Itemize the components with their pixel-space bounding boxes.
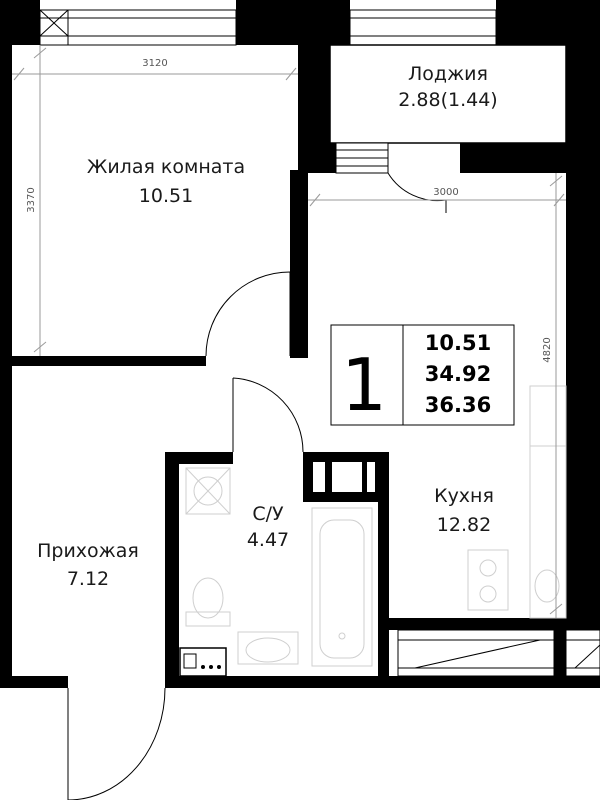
- toilet-icon: [185, 577, 231, 627]
- wall-top-mid: [236, 0, 350, 45]
- wall-kitchen-top-right: [460, 143, 600, 173]
- living-room-area: 10.51: [139, 185, 193, 207]
- doors: [67, 271, 304, 800]
- wall-bath-right: [378, 452, 389, 688]
- kitchen-area: 12.82: [437, 514, 491, 536]
- sink-icon: [237, 631, 299, 665]
- total-area-with-loggia-value: 36.36: [425, 393, 491, 417]
- kitchen-name: Кухня: [434, 485, 494, 507]
- wall-column: [298, 0, 330, 170]
- wall-kitchen-top: [300, 143, 336, 173]
- ventilation-shaft: [313, 462, 375, 492]
- washing-machine-icon: [185, 467, 231, 515]
- stove-icon: [467, 549, 509, 611]
- wall-living-bottom: [0, 356, 206, 366]
- wall-right: [566, 0, 600, 630]
- loggia-area: 2.88(1.44): [398, 89, 497, 111]
- wall-kitchen-bottom: [378, 618, 600, 630]
- kitchen-fixtures: [467, 385, 567, 619]
- bathroom-area: 4.47: [247, 529, 289, 551]
- living-area-value: 10.51: [425, 331, 491, 355]
- total-area-value: 34.92: [425, 362, 491, 386]
- bathroom-name: С/У: [252, 503, 284, 525]
- kitchen-counter-icon: [529, 385, 567, 619]
- loggia: [329, 44, 567, 213]
- wall-bottom-left: [0, 676, 68, 688]
- living-depth-label: 3370: [26, 187, 37, 212]
- bathtub-icon: [311, 507, 373, 667]
- kitchen-depth-label: 4820: [542, 337, 553, 362]
- windows: [39, 9, 600, 677]
- living-door-swing-icon: [205, 271, 291, 357]
- wall-left: [0, 0, 12, 688]
- bathroom-door-swing-icon: [232, 377, 304, 453]
- entrance-door-swing-icon: [67, 687, 166, 800]
- bathroom-fixtures: [179, 467, 373, 677]
- wall-bottom-mid: [165, 676, 600, 688]
- wall-bath-top: [165, 452, 233, 464]
- wall-kitchen-window-divider: [554, 630, 566, 688]
- hallway-name: Прихожая: [37, 540, 139, 562]
- kitchen-sink-icon: [534, 569, 560, 603]
- dimension-lines: [12, 45, 566, 618]
- living-width-label: 3120: [142, 58, 167, 69]
- hallway-area: 7.12: [67, 568, 109, 590]
- rooms-count: 1: [341, 343, 387, 427]
- loggia-name: Лоджия: [408, 63, 488, 85]
- loggia-door-swing-icon: [387, 172, 447, 202]
- walls: [0, 0, 600, 688]
- kitchen-width-label: 3000: [433, 187, 458, 198]
- wall-top-left: [0, 0, 40, 45]
- living-room-name: Жилая комната: [87, 156, 245, 178]
- apartment-summary-box: 1 10.51 34.92 36.36: [330, 324, 515, 427]
- wall-bath-left: [165, 452, 179, 688]
- wall-living-right: [290, 170, 308, 358]
- drain-icon: [179, 647, 227, 677]
